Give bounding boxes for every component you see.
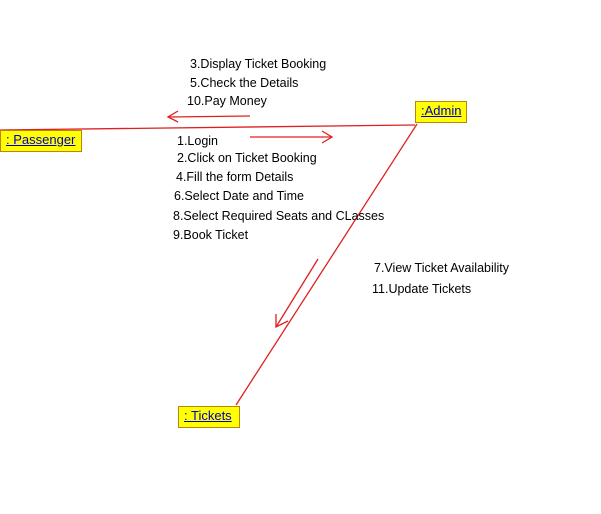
tickets-object: : Tickets: [178, 406, 240, 428]
arrow-admin-to-passenger: [166, 110, 251, 123]
message-book-ticket: 9.Book Ticket: [173, 228, 249, 242]
admin-object: :Admin: [415, 101, 467, 123]
message-update-tickets: 11.Update Tickets: [372, 282, 472, 296]
message-check-details: 5.Check the Details: [190, 76, 299, 90]
passenger-object: : Passenger: [0, 130, 82, 152]
message-select-seats: 8.Select Required Seats and CLasses: [173, 209, 385, 223]
message-fill-form: 4.Fill the form Details: [176, 170, 294, 184]
message-display-ticket-booking: 3.Display Ticket Booking: [190, 57, 327, 71]
admin-tickets-link: [235, 123, 418, 406]
arrow-passenger-to-admin: [250, 130, 334, 144]
message-select-date-time: 6.Select Date and Time: [174, 189, 304, 203]
message-click-ticket-booking: 2.Click on Ticket Booking: [177, 151, 317, 165]
message-login: 1.Login: [177, 134, 219, 148]
passenger-admin-link: [0, 124, 416, 131]
arrow-admin-to-tickets: [275, 258, 319, 329]
message-pay-money: 10.Pay Money: [187, 94, 267, 108]
message-view-availability: 7.View Ticket Availability: [374, 261, 510, 275]
